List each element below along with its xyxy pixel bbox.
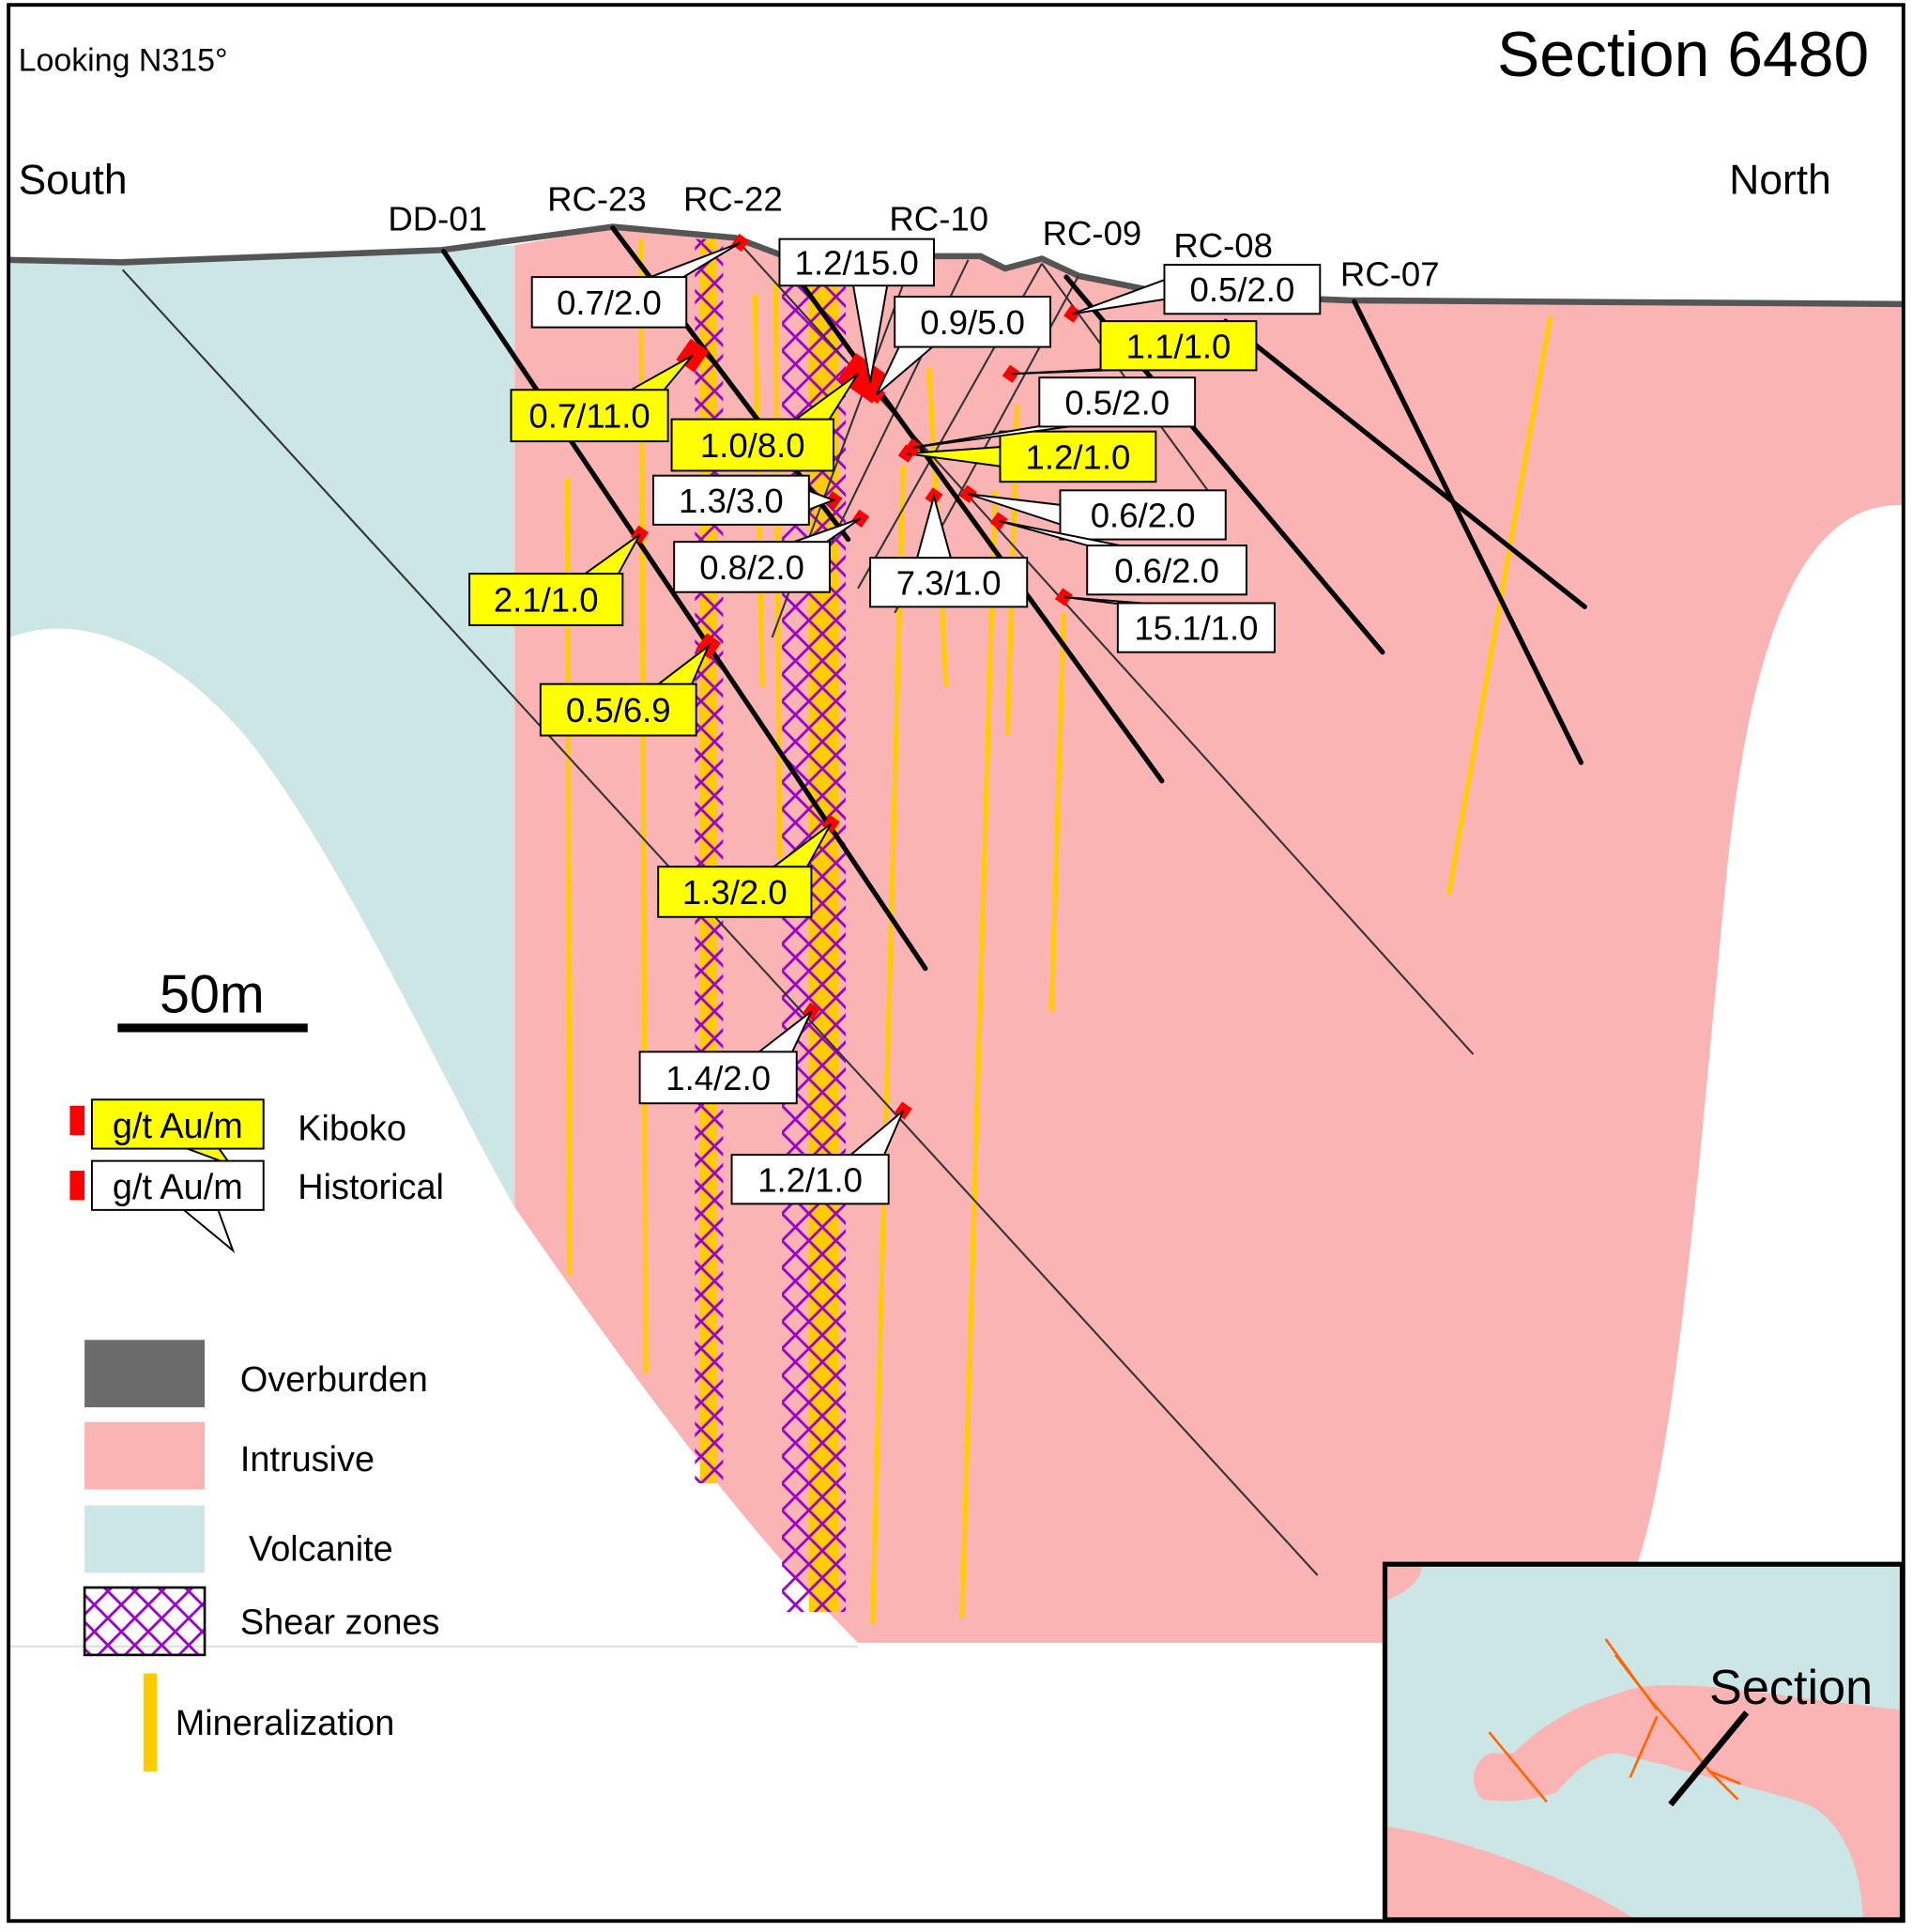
svg-text:Shear zones: Shear zones xyxy=(240,1603,440,1643)
callout-box xyxy=(638,1050,798,1105)
svg-text:Overburden: Overburden xyxy=(240,1360,428,1400)
historical-intercept-callout: 0.6/2.0 xyxy=(959,484,1227,541)
section-title: Section 6480 xyxy=(1497,20,1869,90)
drill-hole-label: RC-09 xyxy=(1043,214,1142,253)
kiboko-intercept-callout: 2.1/1.0 xyxy=(468,525,650,626)
callout-box xyxy=(468,573,624,626)
callout-box xyxy=(778,238,935,287)
svg-text:Mineralization: Mineralization xyxy=(176,1704,395,1743)
historical-intercept-callout: 1.2/1.0 xyxy=(730,1101,912,1205)
intercept-value: 7.3/1.0 xyxy=(896,563,1002,602)
legend-kiboko-label: Kiboko xyxy=(298,1109,406,1148)
svg-text:g/t Au/m: g/t Au/m xyxy=(113,1107,243,1146)
legend-historical-label: Historical xyxy=(298,1168,444,1207)
callout-box xyxy=(1116,602,1276,653)
south-label: South xyxy=(19,157,128,203)
intercept-value: 1.4/2.0 xyxy=(665,1059,771,1097)
intercept-value: 0.8/2.0 xyxy=(699,548,804,587)
callout-box xyxy=(1163,264,1322,315)
kiboko-intercept-callout: 0.5/6.9 xyxy=(539,633,722,737)
intercept-value: 1.2/1.0 xyxy=(757,1160,863,1199)
volcanite-unit xyxy=(9,245,515,1208)
callout-box xyxy=(673,541,831,593)
kiboko-intercept-callout: 1.1/1.0 xyxy=(1002,320,1258,383)
callout-box xyxy=(1059,489,1227,541)
historical-intercept-callout: 0.6/2.0 xyxy=(989,512,1247,596)
kiboko-intercept-callout: 1.0/8.0 xyxy=(670,353,879,472)
svg-text:Volcanite: Volcanite xyxy=(249,1529,393,1569)
intercept-value: 1.2/15.0 xyxy=(795,244,919,283)
legend-volcanite-swatch xyxy=(84,1505,206,1573)
historical-intercept-callout: 0.8/2.0 xyxy=(673,509,870,593)
callout-box xyxy=(657,866,813,918)
intercept-value: 1.3/2.0 xyxy=(682,873,788,912)
legend-overburden-swatch xyxy=(84,1340,206,1408)
callout-box xyxy=(1086,544,1247,596)
intercept-value: 0.6/2.0 xyxy=(1114,551,1219,590)
callout-box xyxy=(670,418,834,472)
drill-hole-label: RC-08 xyxy=(1173,226,1273,265)
drill-hole-label: DD-01 xyxy=(388,199,487,238)
legend-intrusive-swatch xyxy=(84,1421,206,1490)
inset-location-map: Section xyxy=(1382,1561,1905,1923)
legend-historical-swatch xyxy=(90,1159,265,1211)
drill-hole-rc-08 xyxy=(1223,318,1587,610)
inset-section-label: Section xyxy=(1709,1661,1873,1715)
scale-bar-label: 50m xyxy=(160,965,265,1025)
drill-hole-label: RC-07 xyxy=(1340,254,1440,293)
svg-text:g/t Au/m: g/t Au/m xyxy=(113,1168,243,1207)
callout-box xyxy=(530,276,688,329)
intercept-value: 1.2/1.0 xyxy=(1026,437,1131,476)
drill-hole-label: RC-23 xyxy=(547,180,647,219)
view-direction: Looking N315° xyxy=(19,43,228,79)
historical-intercept-callout: 0.7/2.0 xyxy=(530,233,750,329)
callout-box xyxy=(1099,320,1258,372)
intercept-value: 1.3/3.0 xyxy=(679,482,784,520)
drill-hole-rc-07 xyxy=(1352,299,1584,765)
kiboko-intercept-callout: 0.7/11.0 xyxy=(510,338,710,443)
historical-intercept-callout: 0.5/2.0 xyxy=(1063,264,1322,323)
historical-intercept-callout: 15.1/1.0 xyxy=(1054,588,1276,653)
svg-text:Intrusive: Intrusive xyxy=(240,1440,375,1480)
intercept-value: 0.6/2.0 xyxy=(1091,497,1196,535)
intercept-value: 1.0/8.0 xyxy=(700,426,805,465)
intercept-value: 0.5/2.0 xyxy=(1190,270,1295,309)
drill-hole-label: RC-10 xyxy=(889,199,988,238)
kiboko-intercept-callout: 1.3/2.0 xyxy=(657,814,840,918)
historical-intercept-callout: 0.5/2.0 xyxy=(904,376,1197,457)
callout-box xyxy=(539,682,697,737)
historical-intercept-callout: 1.4/2.0 xyxy=(638,1002,820,1105)
legend-mineralization-swatch xyxy=(143,1673,158,1771)
drill-hole-dd-01 xyxy=(441,249,928,972)
callout-box xyxy=(651,474,810,526)
legend: g/t Au/m Kiboko g/t Au/m Historical Over… xyxy=(69,1098,444,1771)
kiboko-intercept-callout: 1.2/1.0 xyxy=(897,430,1157,483)
callout-box xyxy=(730,1154,890,1205)
callout-box xyxy=(1038,376,1197,428)
legend-shear-swatch xyxy=(83,1586,206,1657)
intercept-value: 0.5/2.0 xyxy=(1064,383,1170,422)
north-label: North xyxy=(1729,157,1831,203)
frame xyxy=(7,3,1905,1924)
scale-bar: 50m xyxy=(117,965,308,1033)
drill-hole-label: RC-22 xyxy=(683,180,783,219)
drill-hole-rc-10 xyxy=(782,257,1165,784)
historical-intercept-callout: 7.3/1.0 xyxy=(869,487,1029,608)
callout-box xyxy=(510,389,669,443)
historical-intercept-callout: 1.3/3.0 xyxy=(651,474,843,526)
historical-intercept-callout: 1.2/15.0 xyxy=(778,238,935,404)
intercept-value: 0.9/5.0 xyxy=(920,303,1025,342)
intercept-value: 0.7/11.0 xyxy=(528,397,650,436)
intercept-value: 0.7/2.0 xyxy=(557,284,662,322)
intercept-value: 2.1/1.0 xyxy=(494,581,599,620)
intercept-value: 0.5/6.9 xyxy=(566,691,671,729)
intercept-value: 15.1/1.0 xyxy=(1134,609,1258,648)
legend-kiboko-swatch xyxy=(90,1098,265,1150)
callout-box xyxy=(999,430,1157,483)
callout-box xyxy=(869,557,1029,608)
intercept-value: 1.1/1.0 xyxy=(1126,327,1231,365)
historical-intercept-callout: 0.9/5.0 xyxy=(867,296,1052,405)
callout-box xyxy=(894,296,1052,348)
